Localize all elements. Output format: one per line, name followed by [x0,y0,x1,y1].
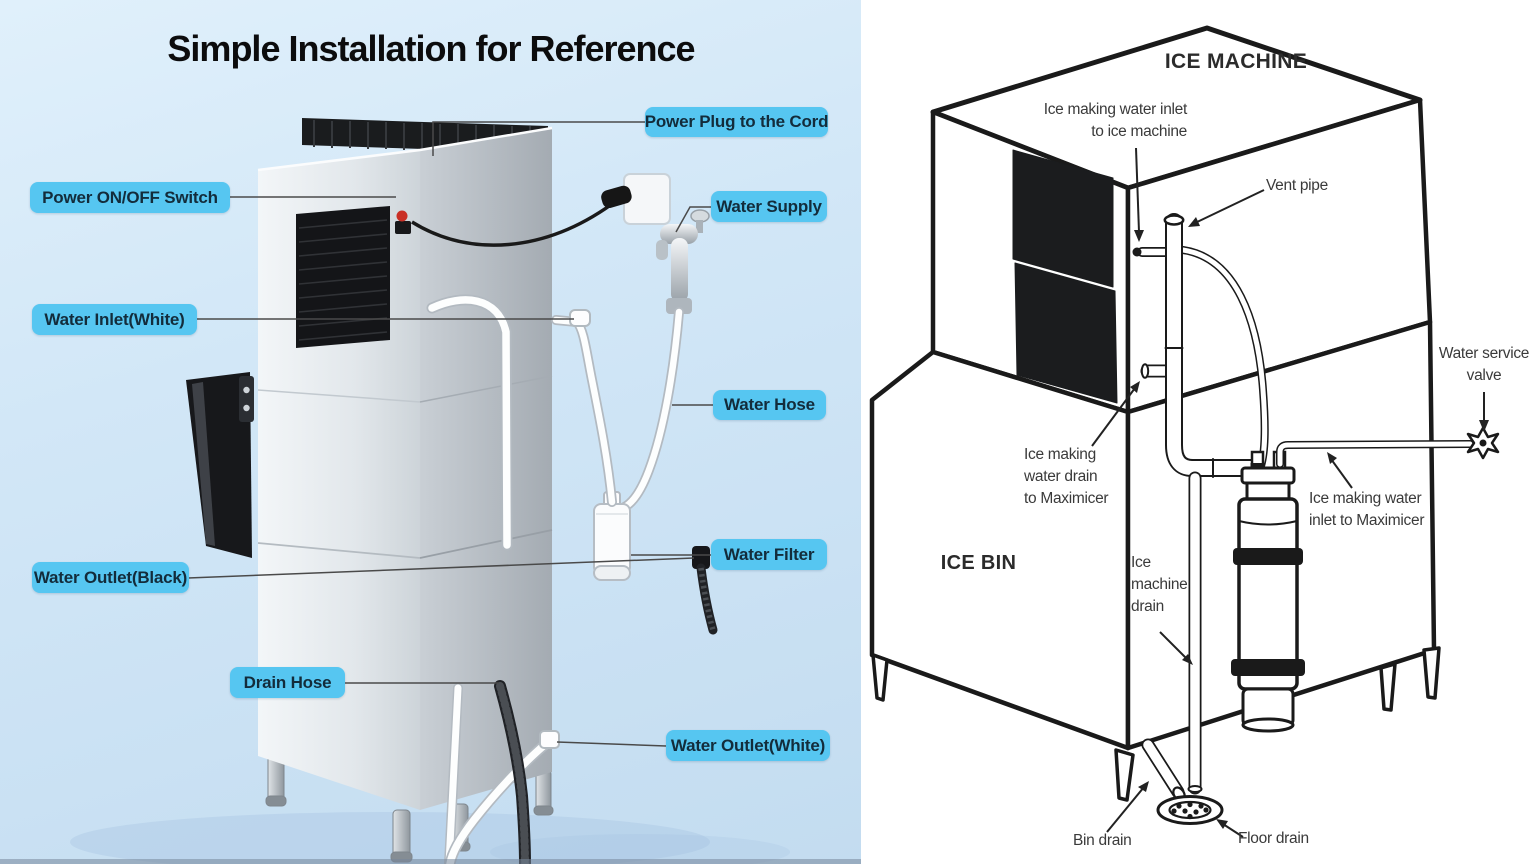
callout-label: Water Hose [724,395,815,414]
annotation-bin-drain: Bin drain [1073,832,1132,849]
water-inlet-fitting [569,309,591,327]
power-plug [601,185,632,208]
diagram-panel: ICE MACHINE ICE BIN Ice making water inl… [861,0,1536,864]
drain-stub-fitting [1140,363,1174,379]
callout-drain-hose: Drain Hose [230,667,345,698]
floor-shadow [70,812,790,864]
bin-drain-tube [1141,738,1186,802]
callout-water-outlet-white: Water Outlet(White) [666,730,830,761]
ice-machine-drain-pipe [1187,471,1203,795]
callout-label: Water Outlet(White) [670,735,826,755]
water-hose [607,307,684,514]
callout-label: Water Supply [716,196,822,216]
annotation-vent-pipe: Vent pipe [1266,177,1328,194]
inlet-pipe [551,309,617,507]
callout-leader-lines [187,121,713,747]
callout-water-outlet-black: Water Outlet(Black) [32,562,189,593]
vent-pipe [1163,213,1264,478]
machine-right-face [420,128,552,810]
panel-seams [257,375,553,559]
machine-illustration [70,118,790,864]
callout-power-switch: Power ON/OFF Switch [30,182,230,213]
annotation-inlet-to-machine: Ice making water inlet to ice machine [1043,101,1188,140]
callout-power-plug: Power Plug to the Cord [645,107,828,137]
ice-bin-title: ICE BIN [940,552,1017,574]
annotation-floor-drain: Floor drain [1238,830,1309,847]
power-switch [395,210,411,234]
inlet-fitting [1132,247,1172,257]
annotation-drain-to-maximicer: Ice making water drain to Maximicer [1024,446,1109,507]
callout-label: Power Plug to the Cord [644,112,829,131]
water-supply-faucet [656,209,710,314]
ice-chute [186,372,254,558]
service-valve-pipe [1276,440,1474,468]
side-pipe [426,294,513,551]
top-edge-highlight [257,126,553,172]
drain-hose-black [494,680,531,864]
annotation-water-service-valve: Water service valve [1438,345,1530,384]
power-cord [411,202,614,247]
water-outlet-black-fitting [692,546,718,635]
callout-label: Water Outlet(Black) [33,567,188,587]
bin-leg [1422,646,1441,700]
callout-label: Power ON/OFF Switch [42,187,218,207]
machine-vent-lower [1014,262,1118,404]
bin-leg [871,653,889,702]
maximicer-filter [1231,450,1305,733]
ice-machine-title: ICE MACHINE [1164,50,1308,73]
machine-vent-upper [1012,149,1114,288]
callout-water-filter: Water Filter [711,539,827,570]
annotation-arrows [1091,147,1489,838]
water-outlet-white-fitting [539,730,560,749]
front-vent-grille [296,206,390,348]
callout-water-hose: Water Hose [713,390,826,420]
callout-label: Water Inlet(White) [44,309,185,329]
annotation-ice-machine-drain: Ice machine drain [1131,554,1188,615]
floor-drain [1156,795,1224,825]
callout-label: Water Filter [723,544,815,564]
water-outlet-white-pipe [444,683,560,864]
annotation-inlet-to-maximicer: Ice making water inlet to Maximicer [1309,490,1425,529]
water-service-valve [1466,426,1500,460]
photo-panel: Simple Installation for Reference Power … [0,0,861,864]
callout-water-inlet: Water Inlet(White) [32,304,197,335]
inlet-hose-curve [1179,246,1269,470]
ice-machine-box [930,25,1433,415]
bottom-edge-strip [0,859,861,864]
callout-label: Drain Hose [243,672,332,692]
bin-leg [1379,662,1397,712]
bin-leg [1114,748,1135,802]
callout-water-supply: Water Supply [711,191,827,222]
installation-line-diagram [869,25,1500,838]
page-title: Simple Installation for Reference [167,28,695,69]
